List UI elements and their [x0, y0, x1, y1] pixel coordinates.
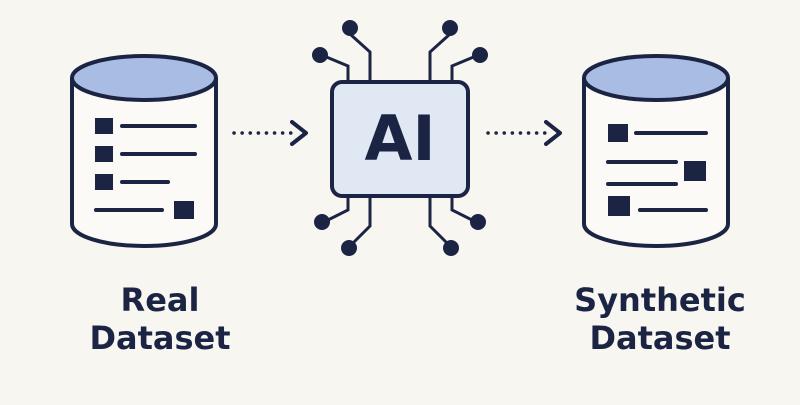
bullet-icon	[684, 161, 706, 181]
ai-chip-label: AI	[364, 102, 435, 175]
cpu-chip-icon: AI	[312, 20, 488, 256]
synthetic-dataset-label: Synthetic Dataset	[545, 281, 775, 357]
real-dataset-label: Real Dataset	[60, 281, 260, 357]
bullet-icon	[95, 146, 113, 162]
bullet-icon	[608, 124, 628, 142]
real-dataset-label-line1: Real	[120, 281, 200, 319]
real-dataset-label-line2: Dataset	[89, 319, 231, 357]
synthetic-dataset-label-line2: Dataset	[589, 319, 731, 357]
synthetic-dataset-icon	[582, 54, 730, 248]
bullet-icon	[608, 196, 630, 216]
real-dataset-icon	[70, 54, 218, 248]
dotted-arrow-icon	[232, 120, 308, 146]
bullet-icon	[95, 118, 113, 134]
bullet-icon	[95, 174, 113, 190]
synthetic-dataset-label-line1: Synthetic	[574, 281, 746, 319]
dotted-arrow-icon	[486, 120, 562, 146]
bullet-icon	[174, 201, 194, 219]
